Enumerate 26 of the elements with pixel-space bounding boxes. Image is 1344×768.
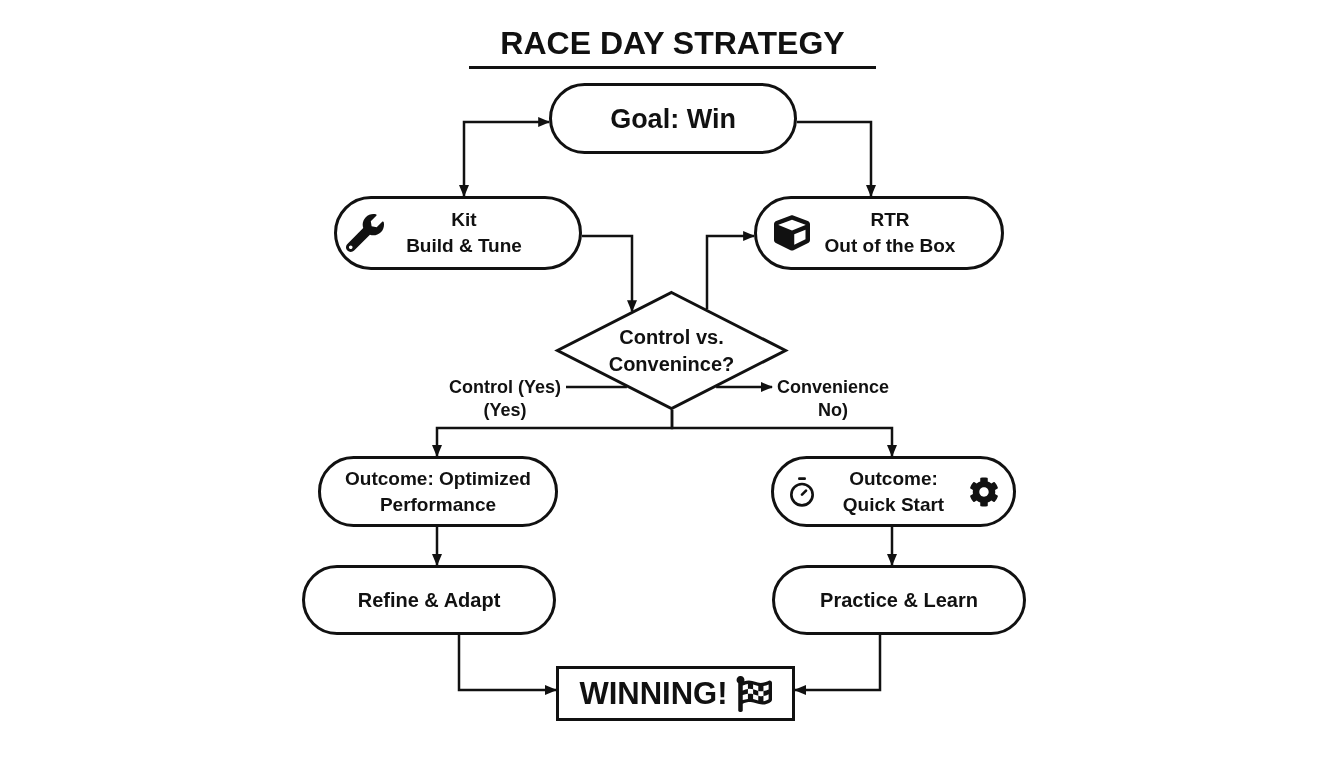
- diagram-title: RACE DAY STRATEGY: [500, 24, 845, 62]
- node-label: Outcome: Quick Start: [841, 466, 946, 517]
- node-subtitle: Build & Tune: [406, 234, 522, 258]
- node-label: Practice & Learn: [820, 588, 978, 613]
- arrow: [705, 231, 756, 310]
- node-label: Refine & Adapt: [357, 588, 501, 613]
- double-arrow: [459, 117, 551, 197]
- result-box: [556, 666, 795, 721]
- branch-label: Convenience No): [772, 376, 894, 422]
- arrow: [716, 382, 773, 392]
- decision-label: Control vs. Convenince?: [607, 324, 736, 377]
- arrow: [670, 409, 897, 457]
- node-label: Goal: Win: [610, 102, 736, 135]
- arrow: [794, 635, 882, 695]
- arrow: [887, 527, 897, 566]
- node-label: Outcome: Optimized Performance: [344, 466, 532, 517]
- node-title: Kit: [451, 208, 477, 232]
- result-label: WINNING!: [579, 675, 728, 712]
- arrow: [432, 527, 442, 566]
- branch-label: Control (Yes) (Yes): [444, 376, 566, 422]
- node-title: RTR: [870, 208, 910, 232]
- arrow: [796, 120, 876, 197]
- arrow: [457, 635, 557, 695]
- connector-line: [566, 385, 627, 389]
- node-subtitle: Out of the Box: [824, 234, 956, 258]
- arrow: [581, 234, 637, 313]
